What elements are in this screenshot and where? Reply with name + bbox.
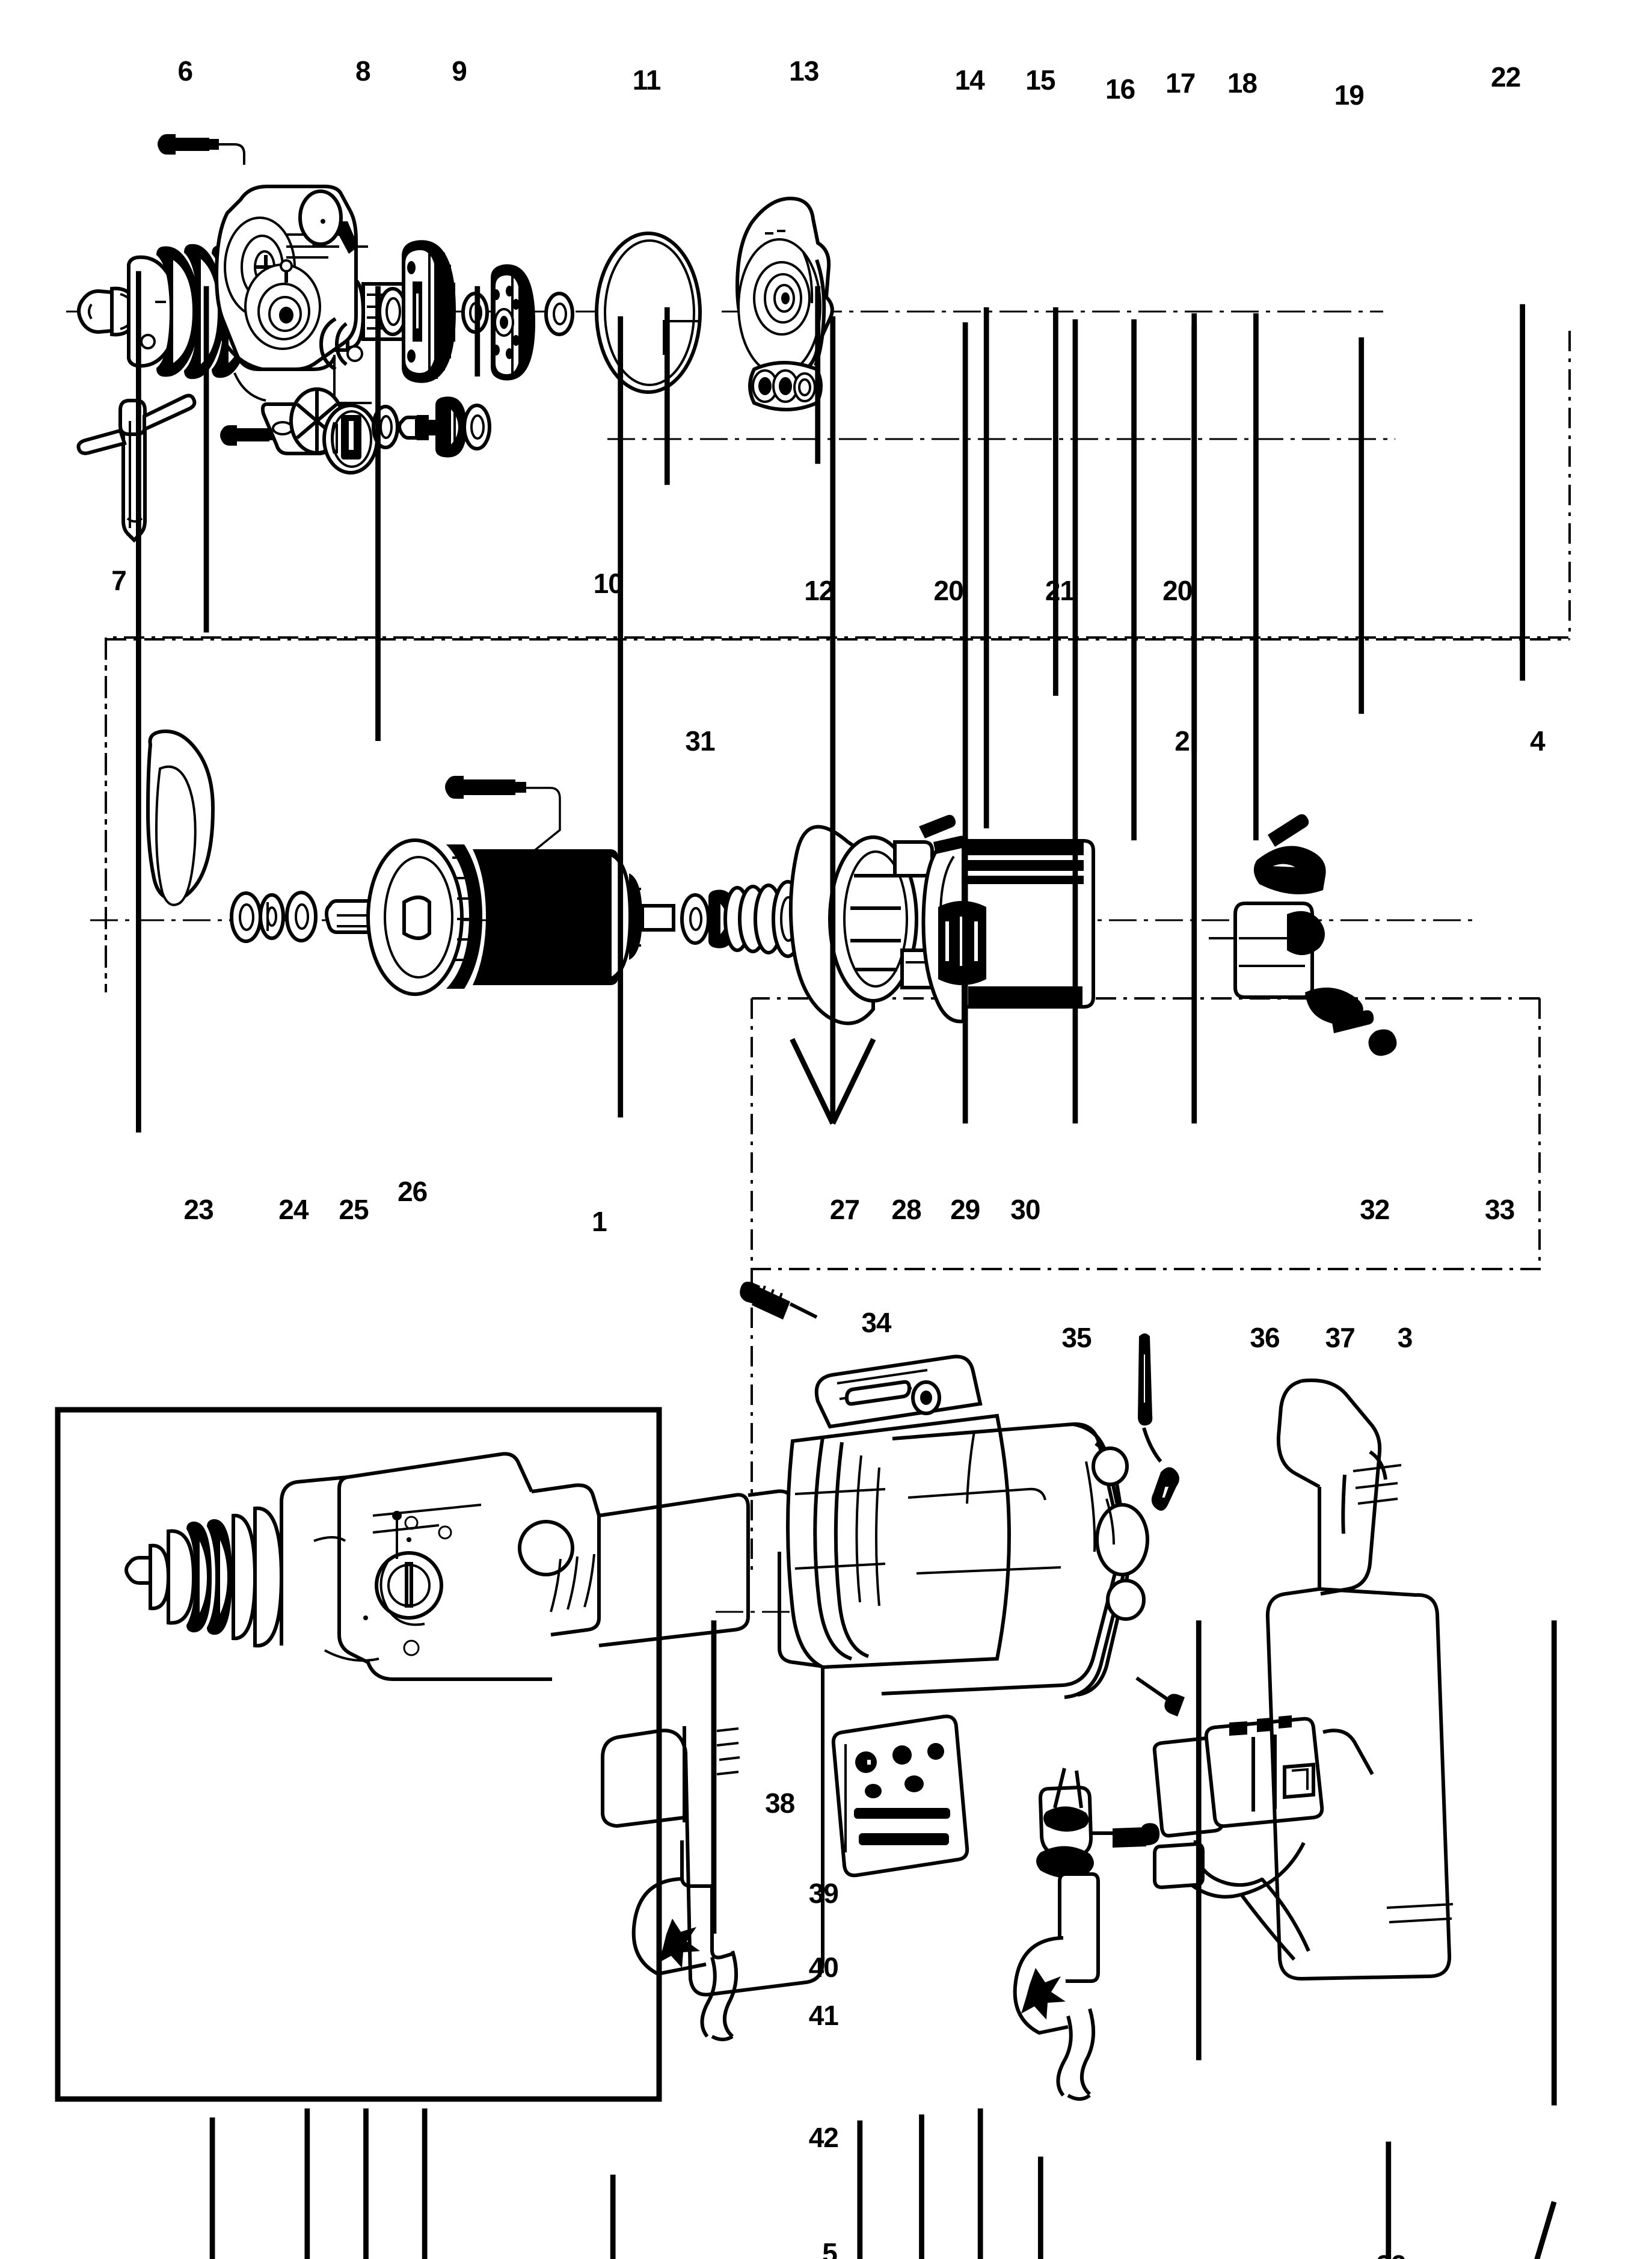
callout-40: 40 bbox=[808, 1951, 839, 1983]
callout-23: 23 bbox=[183, 1194, 214, 1226]
callout-15: 15 bbox=[1025, 64, 1055, 96]
callout-39-b: 39 bbox=[1377, 2251, 1407, 2259]
callout-5: 5 bbox=[822, 2237, 838, 2259]
part-34-screw bbox=[740, 1282, 818, 1320]
part-26-washer bbox=[285, 891, 318, 942]
callout-19: 19 bbox=[1334, 79, 1365, 111]
part-39-switch-left bbox=[831, 1714, 969, 1878]
callout-1: 1 bbox=[592, 1206, 607, 1238]
part-17-pinion bbox=[491, 264, 535, 381]
callout-35: 35 bbox=[1061, 1322, 1092, 1354]
callout-24: 24 bbox=[278, 1194, 309, 1226]
callout-39-a: 39 bbox=[808, 1877, 839, 1909]
part-18-washer bbox=[544, 292, 574, 336]
callout-22: 22 bbox=[1491, 61, 1521, 93]
part-2-field-stator bbox=[919, 814, 1095, 1024]
part-12-selector bbox=[289, 387, 379, 475]
callout-36: 36 bbox=[1250, 1322, 1280, 1354]
part-19-gasket bbox=[595, 232, 702, 394]
part-42-cord-clamp bbox=[1013, 1936, 1096, 2101]
part-36-pin bbox=[1135, 1676, 1185, 1717]
part-27-washer bbox=[680, 893, 710, 945]
callout-26: 26 bbox=[398, 1176, 428, 1208]
callout-11: 11 bbox=[632, 64, 662, 96]
callout-3: 3 bbox=[1397, 1322, 1413, 1354]
callout-30: 30 bbox=[1010, 1194, 1040, 1226]
callout-33: 33 bbox=[1485, 1194, 1515, 1226]
callout-18: 18 bbox=[1227, 67, 1257, 99]
part-1-armature bbox=[325, 838, 675, 996]
callout-25: 25 bbox=[339, 1194, 369, 1226]
assembled-drill-inset bbox=[55, 1407, 824, 2102]
part-10-screw bbox=[220, 425, 279, 446]
part-35-lever bbox=[1138, 1333, 1179, 1511]
callout-8: 8 bbox=[355, 55, 371, 87]
callout-43: 43 bbox=[1224, 2257, 1254, 2259]
part-24-washer bbox=[230, 891, 262, 943]
callout-20-b: 20 bbox=[1162, 575, 1193, 607]
callout-37: 37 bbox=[1325, 1322, 1356, 1354]
callout-41: 41 bbox=[808, 1999, 839, 2031]
callout-21: 21 bbox=[1045, 575, 1075, 607]
callout-27: 27 bbox=[829, 1194, 860, 1226]
callout-7: 7 bbox=[111, 564, 127, 596]
callout-42: 42 bbox=[808, 2121, 839, 2153]
callout-2: 2 bbox=[1175, 725, 1190, 757]
part-38-motor-housing bbox=[786, 1354, 1149, 1699]
callout-29: 29 bbox=[950, 1194, 980, 1226]
callout-28: 28 bbox=[891, 1194, 921, 1226]
callout-31: 31 bbox=[685, 725, 715, 757]
part-23-baffle bbox=[146, 729, 215, 906]
part-25-washer bbox=[259, 893, 285, 940]
part-20-washer-b bbox=[462, 404, 491, 450]
part-39-switch-right bbox=[1152, 1715, 1374, 1961]
callout-20-a: 20 bbox=[933, 575, 964, 607]
callout-38: 38 bbox=[765, 1787, 795, 1819]
callout-9: 9 bbox=[452, 55, 467, 87]
callout-10: 10 bbox=[593, 567, 624, 599]
part-28-bearing bbox=[708, 884, 784, 954]
callout-34: 34 bbox=[861, 1306, 891, 1338]
part-15-gear bbox=[402, 240, 456, 383]
part-22-gear-case-cover bbox=[735, 196, 834, 411]
callout-32: 32 bbox=[1360, 1194, 1390, 1226]
part-3-handle-housing bbox=[1265, 1378, 1454, 1981]
callout-4: 4 bbox=[1530, 725, 1546, 757]
part-41-trigger bbox=[1036, 1768, 1160, 1983]
part-9-screw bbox=[158, 134, 245, 165]
callout-12: 12 bbox=[804, 575, 834, 607]
callout-17: 17 bbox=[1165, 67, 1196, 99]
part-4-brush-assembly bbox=[1233, 814, 1397, 1056]
callout-16: 16 bbox=[1105, 73, 1135, 105]
leader-lines bbox=[135, 271, 1557, 2259]
part-21-shaft bbox=[398, 396, 467, 458]
part-13-ball bbox=[298, 189, 343, 246]
part-31-screw bbox=[445, 776, 561, 856]
callout-13: 13 bbox=[789, 55, 819, 87]
callout-14: 14 bbox=[954, 64, 985, 96]
callout-6: 6 bbox=[177, 55, 193, 87]
